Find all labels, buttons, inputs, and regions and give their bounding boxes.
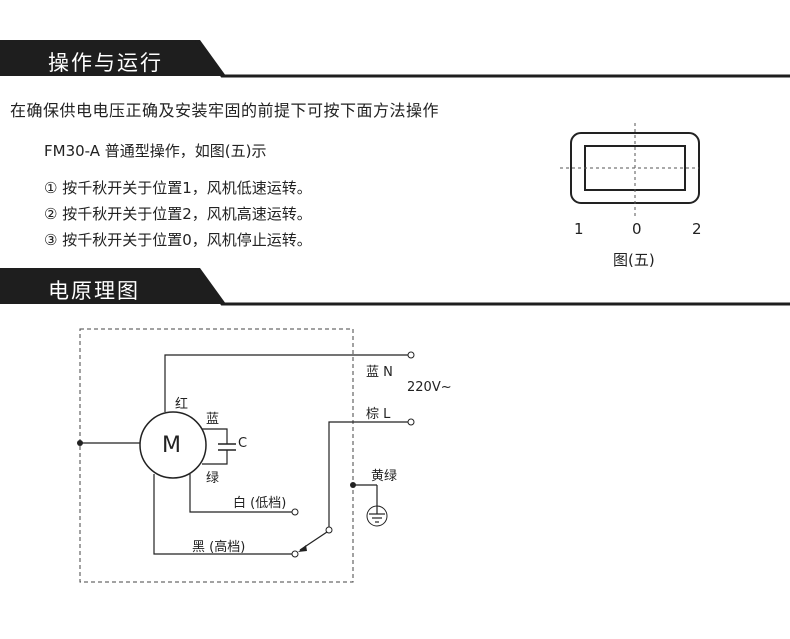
terminal-n (407, 351, 415, 359)
wire-red-label: 红 (175, 397, 189, 412)
terminal-l (407, 418, 415, 426)
common-node (77, 440, 83, 446)
section-banner-schematic: 电原理图 (0, 268, 790, 312)
section-banner-operation: 操作与运行 (0, 40, 790, 84)
ground-node (350, 482, 356, 488)
banner-title: 操作与运行 (48, 51, 163, 75)
wire-green-label: 绿 (206, 471, 220, 486)
banner-shape (0, 40, 790, 78)
figure-caption: 图(五) (613, 251, 655, 269)
circuit-diagram (77, 328, 415, 583)
operation-title: FM30-A 普通型操作，如图(五)示 (44, 142, 267, 160)
terminal-n-label: 蓝 N (366, 365, 393, 380)
banner-title: 电原理图 (48, 279, 140, 303)
rocker-switch-icon (560, 123, 700, 216)
enclosure-boundary (79, 328, 354, 583)
low-speed-label: 白 (低档) (233, 496, 287, 511)
step-item: ② 按千秋开关于位置2，风机高速运转。 (44, 205, 312, 223)
switch-pivot (325, 526, 333, 534)
steps-list: ① 按千秋开关于位置1，风机低速运转。 ② 按千秋开关于位置2，风机高速运转。 … (44, 175, 312, 253)
switch-arrow-icon (298, 545, 307, 552)
ground-label: 黄绿 (371, 469, 398, 484)
terminal-l-label: 棕 L (366, 407, 391, 422)
voltage-label: 220V~ (407, 380, 452, 395)
high-speed-label: 黑 (高档) (192, 540, 246, 555)
motor-symbol (139, 411, 207, 479)
switch-position-2: 2 (692, 220, 702, 238)
motor-label: M (162, 433, 181, 458)
capacitor-label: C (238, 436, 248, 451)
switch-position-0: 0 (632, 220, 642, 238)
terminal-high (291, 550, 299, 558)
intro-text: 在确保供电电压正确及安装牢固的前提下可按下面方法操作 (10, 101, 440, 120)
step-item: ① 按千秋开关于位置1，风机低速运转。 (44, 179, 312, 197)
terminal-low (291, 508, 299, 516)
switch-position-1: 1 (574, 220, 584, 238)
rocker-switch-figure (560, 120, 700, 224)
step-item: ③ 按千秋开关于位置0，风机停止运转。 (44, 231, 312, 249)
wire-blue-label: 蓝 (206, 412, 220, 427)
banner-shape (0, 268, 790, 306)
